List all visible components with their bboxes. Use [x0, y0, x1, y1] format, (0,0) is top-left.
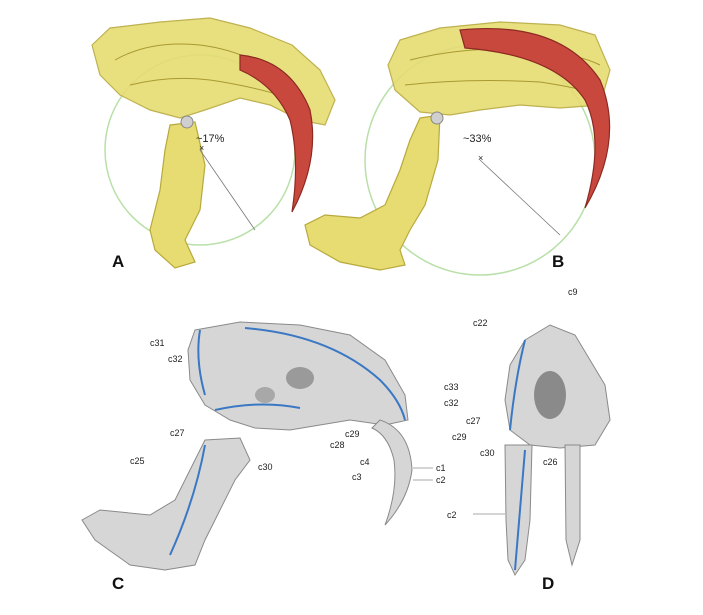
panel-label-d: D: [542, 574, 555, 593]
panel-b-center-mark: ×: [478, 153, 483, 163]
panel-c-label-c2: c2: [436, 475, 446, 485]
panel-b-illustration: × ~33%: [304, 21, 611, 276]
panel-a-gape-text: ~17%: [196, 133, 225, 145]
panel-b-mandible: [304, 114, 441, 271]
panel-c-label-c31: c31: [150, 338, 165, 348]
panel-d-canine-right: [564, 444, 581, 567]
panel-c-canine: [371, 419, 413, 526]
panel-d-label-c29: c29: [452, 432, 467, 442]
panel-d-label-c2: c2: [447, 510, 457, 520]
panel-c-label-c25: c25: [130, 456, 145, 466]
panel-a-canine: [239, 54, 314, 213]
panel-d-label-c30: c30: [480, 448, 495, 458]
panel-c-illustration: c31 c32 c27 c25 c30 c28 c29 c4 c3 c1 c2: [81, 321, 446, 571]
panel-d-mandible: [504, 444, 533, 577]
panel-label-b: B: [552, 252, 565, 271]
panel-label-c: C: [112, 574, 125, 593]
panel-c-curve-dorsal: [244, 327, 406, 421]
panel-c-label-c3: c3: [352, 472, 362, 482]
panel-c-curve-zygomatic: [214, 403, 301, 411]
panel-c-label-c30: c30: [258, 462, 273, 472]
panel-c-label-c1: c1: [436, 463, 446, 473]
panel-d-label-c32: c32: [444, 398, 459, 408]
panel-d-curve-lower: [514, 449, 526, 571]
panel-a-center-mark: ×: [199, 143, 204, 153]
panel-c-label-c27: c27: [170, 428, 185, 438]
panel-c-curve-ramus: [169, 444, 206, 556]
panel-a-mandible: [149, 121, 206, 269]
panel-d-label-c22: c22: [473, 318, 488, 328]
panel-b-canine: [459, 27, 611, 209]
panel-d-label-c33: c33: [444, 382, 459, 392]
panel-a-illustration: × ~17%: [91, 17, 336, 269]
panel-d-label-c27: c27: [466, 416, 481, 426]
panel-d-label-c26: c26: [543, 457, 558, 467]
panel-b-gape-text: ~33%: [463, 133, 492, 145]
panel-d-curve-upper: [509, 339, 526, 431]
panel-c-curve-occiput: [197, 329, 206, 396]
panel-c-label-c28: c28: [330, 440, 345, 450]
panel-c-label-c29: c29: [345, 429, 360, 439]
panel-c-label-c32: c32: [168, 354, 183, 364]
panel-c-mandible: [81, 437, 251, 571]
panel-label-a: A: [112, 252, 125, 271]
panel-d-label-c9: c9: [568, 287, 578, 297]
panel-d-illustration: c22 c9 c33 c32 c27 c29 c30 c26 c2: [444, 287, 611, 577]
panel-c-label-c4: c4: [360, 457, 370, 467]
